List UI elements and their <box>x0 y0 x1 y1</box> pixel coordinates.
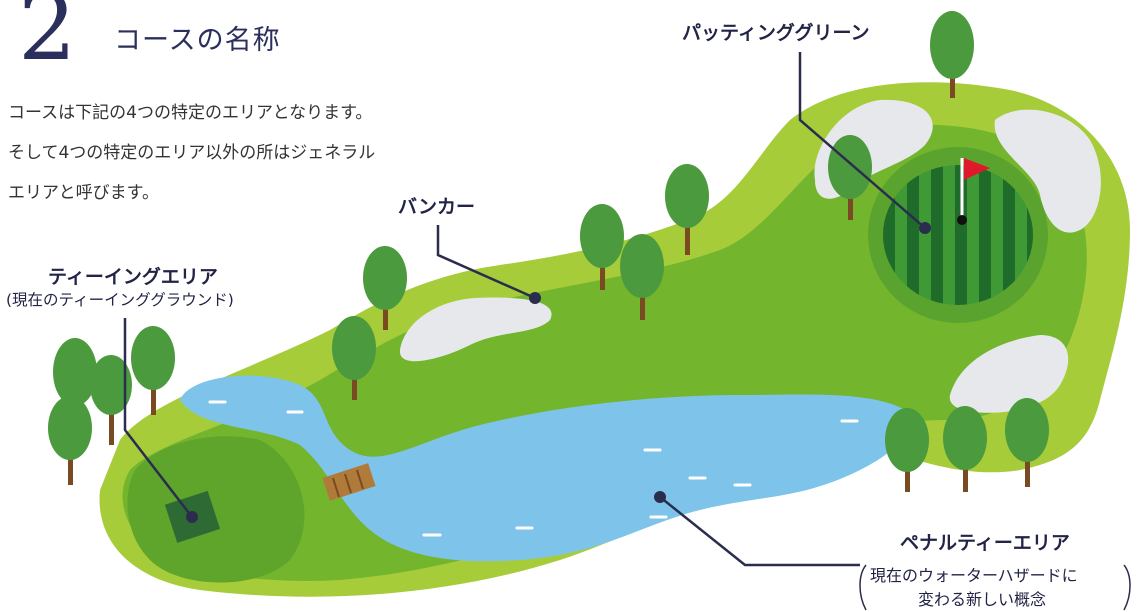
label-penalty-area: ペナルティーエリア <box>900 532 1070 554</box>
tree <box>580 204 624 290</box>
tree <box>620 234 664 320</box>
tree <box>885 408 929 492</box>
label-penalty-area-sub-2: 変わる新しい概念 <box>918 590 1047 609</box>
leader-teeing-area <box>123 318 193 518</box>
page-title: コースの名称 <box>114 25 281 56</box>
intro-line-1: コースは下記の4つの特定のエリアとなります。 <box>8 103 373 123</box>
leader-dots <box>186 222 931 523</box>
intro-line-3: エリアと呼びます。 <box>8 183 159 203</box>
label-teeing-area: ティーイングエリア <box>48 266 218 288</box>
tree <box>332 316 376 400</box>
bridge <box>322 463 376 501</box>
water-ripples <box>208 400 859 537</box>
label-putting-green: パッティンググリーン <box>682 22 870 44</box>
tree <box>363 246 407 330</box>
tree <box>90 355 132 445</box>
tree <box>828 135 872 220</box>
bunker-bottom-right <box>949 335 1069 413</box>
label-bunker: バンカー <box>398 196 475 218</box>
bunker-left <box>399 297 552 362</box>
trees <box>48 11 1049 492</box>
leader-lines <box>123 52 926 567</box>
water-hazard <box>180 375 910 562</box>
leader-penalty-area <box>659 496 860 567</box>
leader-bunker <box>436 225 536 300</box>
tee-apron <box>127 436 305 583</box>
label-teeing-area-sub: (現在のティーインググラウンド) <box>6 291 234 309</box>
tree <box>1005 398 1049 487</box>
tree <box>930 11 974 98</box>
penalty-sub-bracket-right <box>1123 564 1131 611</box>
intro-line-2: そして4つの特定のエリア以外の所はジェネラル <box>8 143 376 163</box>
tree <box>48 396 92 485</box>
section-number: 2 <box>18 0 77 81</box>
leader-putting-green <box>798 52 926 229</box>
tree <box>665 164 709 255</box>
flag <box>957 158 990 225</box>
tree <box>131 326 175 415</box>
tree <box>943 406 987 492</box>
bunker-top-right <box>994 109 1101 233</box>
penalty-sub-bracket-left <box>859 564 867 611</box>
label-penalty-area-sub-1: 現在のウォーターハザードに <box>870 566 1078 585</box>
